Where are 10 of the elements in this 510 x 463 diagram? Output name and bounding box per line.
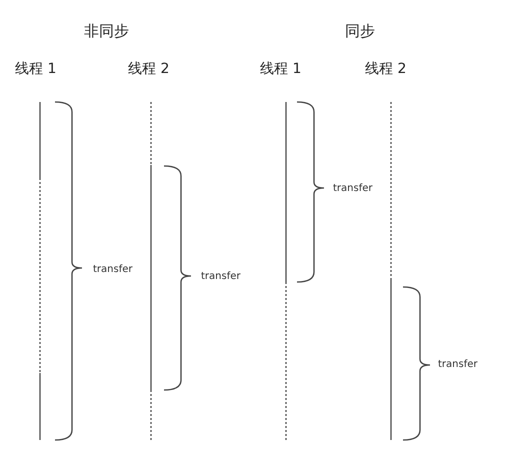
brace-label: transfer xyxy=(93,265,132,275)
thread-label: 线程 2 xyxy=(128,62,170,76)
thread-label: 线程 1 xyxy=(15,62,56,76)
brace-label: transfer xyxy=(201,272,240,282)
section-heading: 非同步 xyxy=(84,24,129,39)
thread-label: 线程 1 xyxy=(260,62,302,76)
thread-label: 线程 2 xyxy=(365,62,406,76)
brace-label: transfer xyxy=(333,184,372,194)
section-heading: 同步 xyxy=(345,24,375,39)
brace-label: transfer xyxy=(438,360,478,370)
